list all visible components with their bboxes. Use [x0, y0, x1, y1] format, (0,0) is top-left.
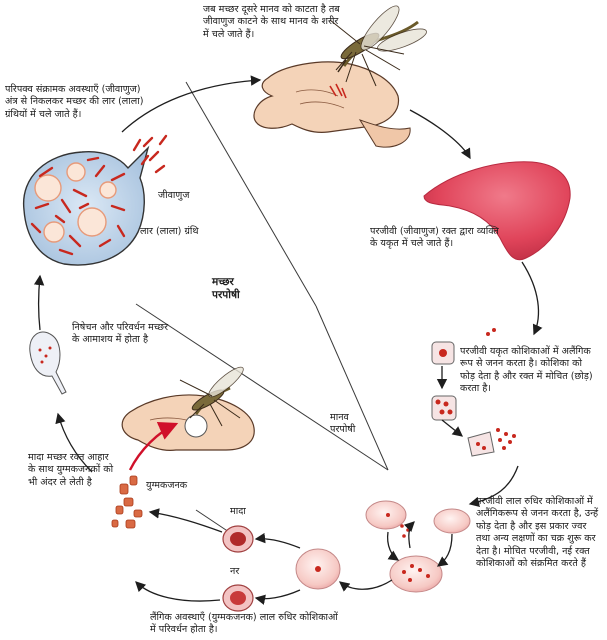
cell-icon	[111, 475, 143, 529]
host-boundary	[135, 81, 389, 539]
label-mosquito-host: मच्छर परपोषी	[212, 276, 240, 301]
hand-icon	[121, 394, 255, 451]
label-liver-multiplication: परजीवी यकृत कोशिकाओं में अलैंगिक रूप से …	[460, 346, 593, 395]
label-sporozoite: जीवाणुज	[158, 190, 190, 201]
label-gametocytes: युग्मकजनक	[146, 480, 188, 491]
label-mosquito-bite: जब मच्छर दूसरे मानव को काटता है तब जीवाण…	[203, 4, 340, 40]
label-rbc-multiplication: परजीवी लाल रुधिर कोशिकाओं में अलैंगिकरूप…	[476, 496, 599, 570]
cell-icon	[222, 500, 471, 612]
label-sexual-stage: लैंगिक अवस्थाएँ (युग्मकजनक) लाल रुधिर को…	[150, 612, 338, 636]
label-human-host: मानव परपोषी	[330, 412, 356, 436]
label-female-mosquito: मादा मच्छर रक्त आहार के साथ युग्मकजनकों …	[28, 452, 114, 488]
hand-icon	[253, 61, 411, 148]
cell-icon	[431, 328, 516, 457]
label-liver-entry: परजीवी (जीवाणुज) रक्त द्वारा व्यक्ति के …	[370, 226, 499, 250]
label-male: नर	[230, 566, 240, 577]
mosquito-icon	[329, 5, 427, 87]
label-salivary-gland: लार (लाला) ग्रंथि	[140, 226, 199, 237]
cycle-arrows	[33, 75, 543, 605]
label-mature-stage: परिपक्व संक्रामक अवस्थाएँ (जीवाणुज) अंत्…	[5, 84, 144, 120]
feed-arrow	[128, 422, 179, 471]
label-female: मादा	[230, 506, 246, 517]
liver-icon	[423, 161, 571, 261]
label-fertilization: निषेचन और परिवर्धन मच्छर के आमाशय में हो…	[72, 322, 168, 346]
zygote-icon	[29, 331, 67, 395]
gland-icon	[22, 134, 168, 266]
mosquito-icon	[179, 366, 244, 427]
